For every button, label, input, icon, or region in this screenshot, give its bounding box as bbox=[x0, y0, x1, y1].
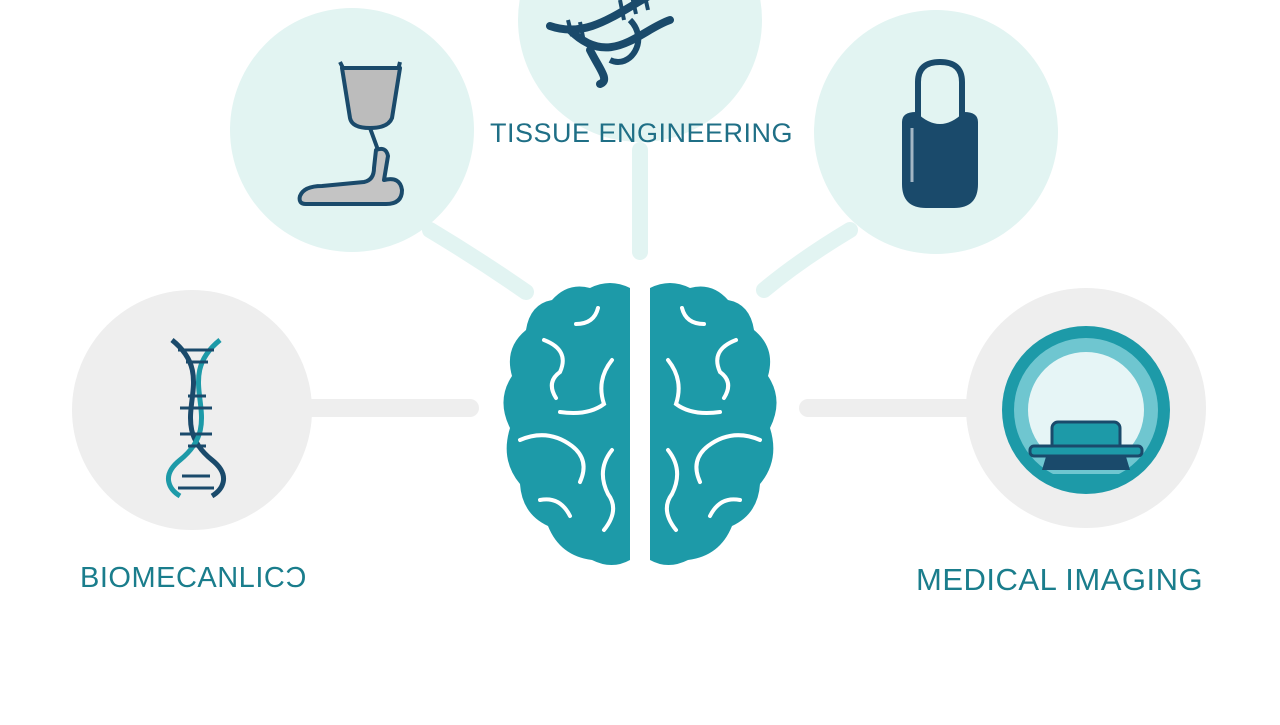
dna-helix-icon bbox=[166, 338, 226, 499]
implant-pouch-icon bbox=[902, 58, 978, 208]
brain-icon bbox=[503, 283, 777, 565]
connector-prosthetic bbox=[422, 222, 534, 300]
mri-scanner-icon bbox=[1002, 326, 1170, 494]
bubble-prosthetic bbox=[230, 8, 474, 252]
connector-implant bbox=[756, 222, 858, 298]
dna-helix-icon bbox=[546, 0, 674, 88]
label-medical-imaging: MEDICAL IMAGING bbox=[916, 562, 1204, 597]
label-tissue-engineering: TISSUE ENGINEERING bbox=[490, 118, 794, 148]
brain-right-hemisphere bbox=[650, 283, 777, 565]
connectors bbox=[291, 142, 989, 417]
brain-left-hemisphere bbox=[503, 283, 630, 565]
prosthetic-leg-icon bbox=[297, 61, 404, 206]
label-biomechanics: BIOMECANLICƆ bbox=[80, 562, 307, 594]
